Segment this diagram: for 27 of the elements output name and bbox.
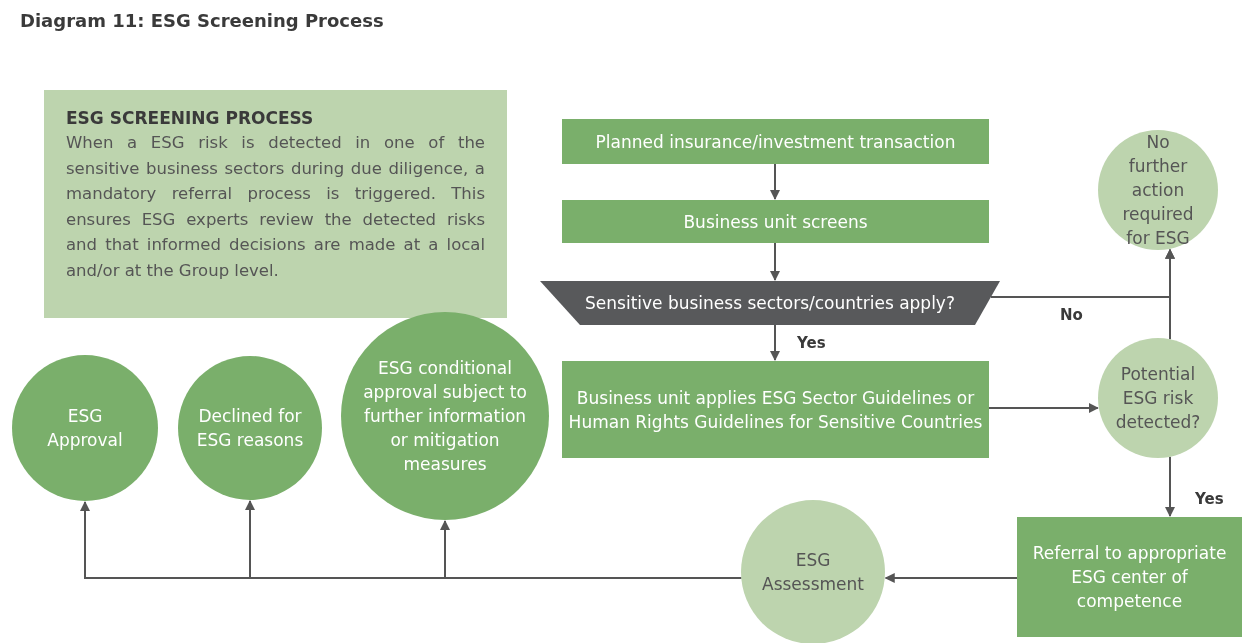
arrow <box>988 403 1099 413</box>
process-box <box>562 361 989 458</box>
description-panel <box>44 90 507 318</box>
process-box <box>562 119 989 164</box>
node-label: ESG Assessment <box>761 549 865 596</box>
node-label: Sensitive business sectors/countries apply? <box>585 292 955 315</box>
node-label: Business unit applies ESG Sector Guidelines or Human Rights Guidelines for Sensitive Countries <box>567 386 984 434</box>
diagram-title: Diagram 11: ESG Screening Process <box>20 10 384 31</box>
node-label: Business unit screens <box>683 210 868 234</box>
arrow <box>1165 248 1175 341</box>
arrow <box>884 573 1018 583</box>
node-label: Declined for ESG reasons <box>195 405 305 452</box>
arrow <box>770 324 780 361</box>
process-box <box>1017 517 1242 637</box>
panel-heading: ESG SCREENING PROCESS <box>66 107 315 130</box>
node-label: ESG conditional approval subject to further information or mitigation measures <box>362 357 528 476</box>
arrow <box>1165 455 1175 517</box>
node-label: Referral to appropriate ESG center of competence <box>1031 542 1228 613</box>
arrow <box>770 242 780 281</box>
node-label: Planned insurance/investment transaction <box>595 130 956 154</box>
node-label: Potential ESG risk detected? <box>1114 363 1202 434</box>
node-label: No further action required for ESG <box>1121 131 1195 250</box>
arrow <box>770 163 780 200</box>
panel-text: When a ESG risk is detected in one of the sensitive business sectors during due diligence, a mandatory referral process is triggered. This ensures ESG experts review the detected risks and that informed decisions are made at a local and/or at the Group level. <box>66 132 485 282</box>
node-label: ESG Approval <box>46 405 124 452</box>
process-box <box>562 200 989 243</box>
decision-parallelogram <box>540 281 1000 325</box>
